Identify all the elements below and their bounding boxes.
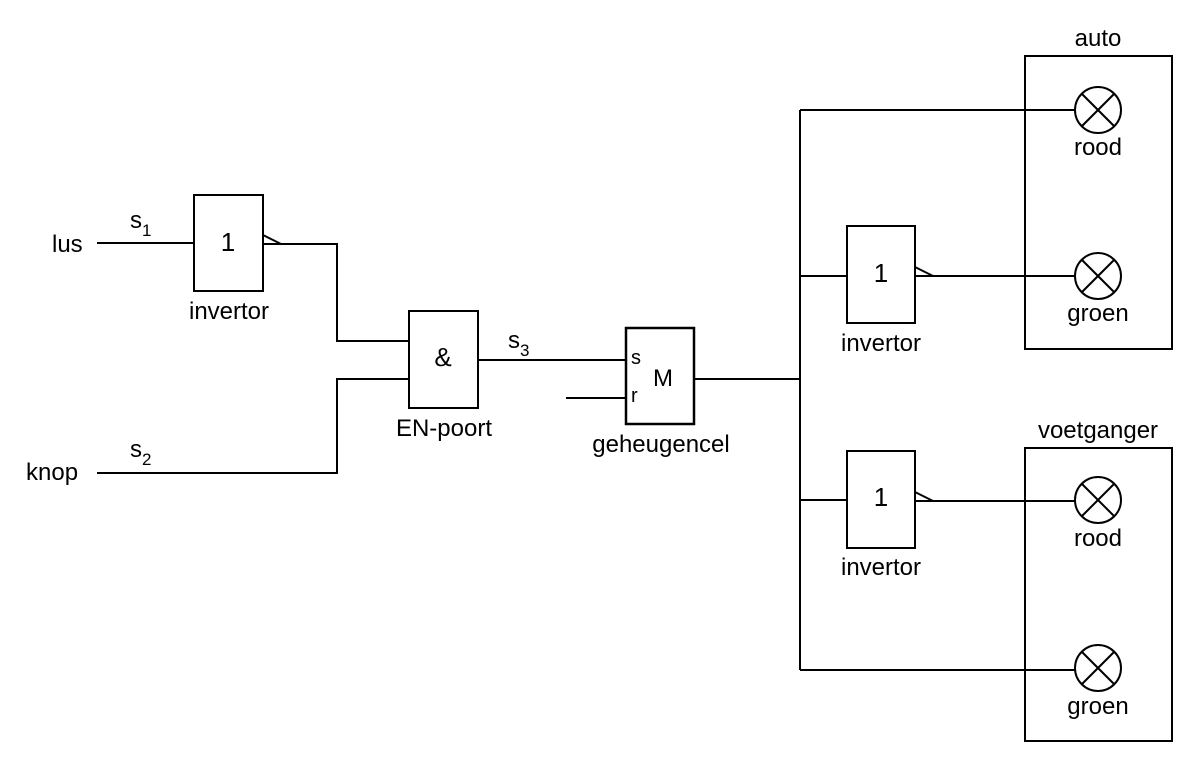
wire-invertor-to-and <box>263 243 409 342</box>
wire-knop <box>97 378 409 474</box>
signal-label-s3: s3 <box>508 327 529 360</box>
invertor-symbol: 1 <box>874 482 888 512</box>
lamp-icon <box>1074 86 1122 134</box>
voetganger-light-box <box>1024 447 1173 742</box>
invertor-bubble-icon <box>262 234 282 245</box>
lamp-icon <box>1074 644 1122 692</box>
voetganger-green-label: groen <box>1067 693 1128 720</box>
auto-red-label: rood <box>1074 134 1122 161</box>
invertor-gate-voet <box>846 450 916 549</box>
invertor-symbol: 1 <box>221 227 235 257</box>
auto-green-label: groen <box>1067 300 1128 327</box>
auto-light-box <box>1024 55 1173 350</box>
invertor-gate-auto <box>846 225 916 324</box>
invertor-label: invertor <box>189 298 269 325</box>
memory-output-label: M <box>653 365 673 392</box>
invertor-bubble-icon <box>914 491 934 502</box>
group-title-auto: auto <box>1075 25 1122 52</box>
lamp-icon <box>1074 476 1122 524</box>
invertor-bubble-icon <box>914 266 934 277</box>
input-label-knop: knop <box>26 459 78 486</box>
lamp-icon <box>1074 252 1122 300</box>
invertor-symbol: 1 <box>874 258 888 288</box>
and-label: EN-poort <box>396 415 492 442</box>
invertor-label: invertor <box>841 330 921 357</box>
invertor-label: invertor <box>841 554 921 581</box>
signal-label-s1: s1 <box>130 207 151 240</box>
group-title-voetganger: voetganger <box>1038 417 1158 444</box>
memory-reset-pin: r <box>631 385 638 407</box>
and-symbol: & <box>434 342 451 372</box>
memory-label: geheugencel <box>592 431 729 458</box>
memory-set-pin: s <box>631 347 641 369</box>
signal-label-s2: s2 <box>130 436 151 469</box>
memory-cell <box>624 326 696 426</box>
input-label-lus: lus <box>52 231 83 258</box>
voetganger-red-label: rood <box>1074 525 1122 552</box>
